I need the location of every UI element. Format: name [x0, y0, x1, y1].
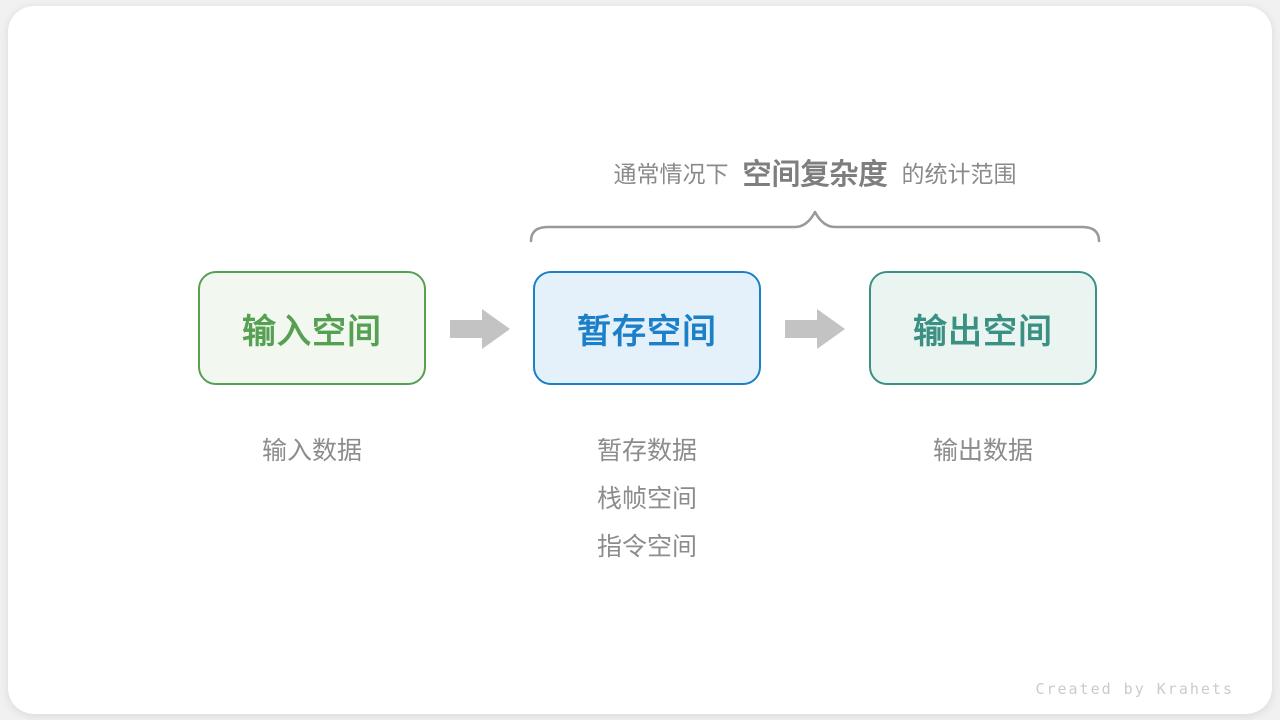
diagram-title: 通常情况下 空间复杂度 的统计范围: [528, 150, 1102, 194]
output-space-box: 输出空间: [869, 271, 1097, 385]
temporary-space-box: 暂存空间: [533, 271, 761, 385]
arrow-right-icon: [450, 309, 510, 349]
temporary-space-label: 暂存空间: [577, 312, 717, 351]
title-suffix: 的统计范围: [901, 161, 1017, 187]
sublabel-temp-data: 暂存数据: [596, 437, 697, 465]
output-space-label: 输出空间: [913, 312, 1053, 351]
sublabel-input-data: 输入数据: [261, 437, 362, 465]
title-prefix: 通常情况下: [613, 161, 729, 187]
input-space-label: 输入空间: [242, 312, 382, 351]
arrow-right-icon: [785, 309, 845, 349]
sublabel-instruction-space: 指令空间: [596, 533, 697, 561]
input-space-sublabels: 输入数据: [198, 427, 426, 475]
credit-text: Created by Krahets: [1035, 680, 1234, 698]
sublabel-output-data: 输出数据: [932, 437, 1033, 465]
temporary-space-sublabels: 暂存数据 栈帧空间 指令空间: [533, 427, 761, 571]
sublabel-stack-frame-space: 栈帧空间: [596, 485, 697, 513]
title-highlight: 空间复杂度: [742, 159, 888, 191]
output-space-sublabels: 输出数据: [869, 427, 1097, 475]
input-space-box: 输入空间: [198, 271, 426, 385]
scope-brace-icon: [529, 210, 1101, 243]
diagram-card: 通常情况下 空间复杂度 的统计范围 输入空间 暂存空间 输出空间 输入数据 暂存…: [8, 6, 1272, 714]
